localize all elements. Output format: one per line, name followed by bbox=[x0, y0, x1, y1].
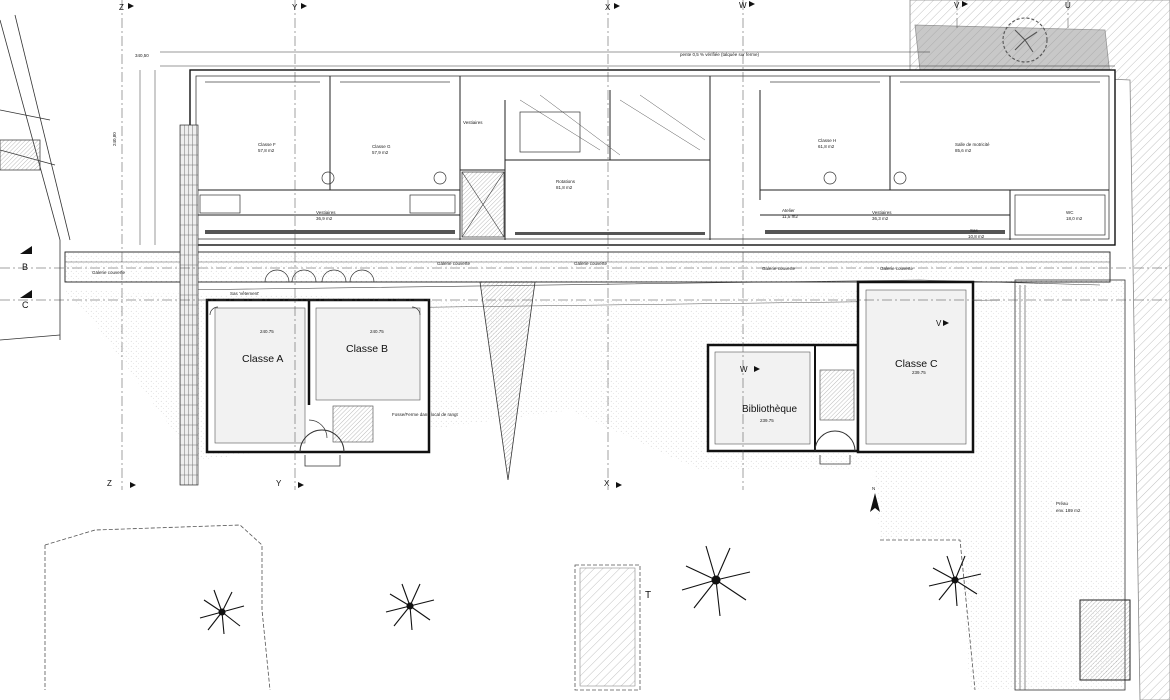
vestiaires-personnel-label: Vestiaires bbox=[463, 120, 483, 125]
wc-area: 18,0 m2 bbox=[1066, 216, 1083, 221]
galerie-2-label: Galerie couverte bbox=[437, 261, 471, 266]
axis-markers: B C Z Y X W V U Z Y X W V bbox=[20, 1, 1071, 488]
north-wing: Classe F 57,8 m2 Classe G 57,9 m2 Classe… bbox=[189, 52, 1116, 246]
classe-b-label: Classe B bbox=[346, 343, 388, 355]
galerie-3-label: Galerie couverte bbox=[574, 261, 608, 266]
site-boundary bbox=[44, 524, 976, 691]
axis-x-bottom: X bbox=[604, 479, 610, 488]
vestiaires-2-area: 36,3 m2 bbox=[872, 216, 889, 221]
classe-a-label: Classe A bbox=[242, 353, 283, 365]
classe-a-alt: 240.75 bbox=[260, 329, 274, 334]
preau-zone: Préau env. 189 m2 bbox=[1014, 279, 1131, 691]
tree-1 bbox=[199, 589, 245, 635]
galerie-4-label: Galerie couverte bbox=[762, 266, 796, 271]
tree-4 bbox=[928, 555, 982, 607]
vestiaires-1-label: Vestiaires bbox=[316, 210, 336, 215]
structural-grid bbox=[0, 0, 1170, 490]
classe-h-area: 61,8 m2 bbox=[818, 144, 835, 149]
left-edge-context bbox=[0, 14, 71, 341]
classe-h-label: Classe H bbox=[818, 138, 836, 143]
dim-side: 240,80 bbox=[112, 132, 117, 146]
vestiaires-1-area: 36,9 m2 bbox=[316, 216, 333, 221]
preau-area: env. 189 m2 bbox=[1056, 508, 1081, 513]
dimension-lines bbox=[139, 51, 1115, 245]
north-arrow: N bbox=[870, 486, 880, 512]
axis-y-top: Y bbox=[292, 3, 298, 12]
tree-3 bbox=[681, 545, 751, 617]
axis-c-label: C bbox=[22, 300, 29, 310]
atelier-area: 11,5 m2 bbox=[782, 214, 798, 219]
tree-2 bbox=[385, 583, 435, 631]
classe-g-area: 57,9 m2 bbox=[372, 150, 389, 155]
classe-c-building: Classe C 239.75 bbox=[856, 280, 975, 454]
salle-motricite-label: Salle de motricité bbox=[955, 142, 990, 147]
preau-label: Préau bbox=[1056, 501, 1069, 506]
axis-w-top: W bbox=[739, 1, 747, 10]
axis-y-bottom: Y bbox=[276, 479, 282, 488]
bibliotheque-alt: 239.75 bbox=[760, 418, 774, 423]
salle-motricite-area: 85,6 m2 bbox=[955, 148, 972, 153]
tree-symbols bbox=[199, 17, 1048, 635]
classe-g-label: Classe G bbox=[372, 144, 391, 149]
tree-5 bbox=[1002, 17, 1048, 63]
sas-vetement-label: Sas 'vêtement' bbox=[230, 291, 259, 296]
bibliotheque-label: Bibliothèque bbox=[742, 404, 797, 415]
vestiaires-2-label: Vestiaires bbox=[872, 210, 892, 215]
tree-t-label: T bbox=[645, 590, 651, 601]
classe-b-alt: 240.75 bbox=[370, 329, 384, 334]
rotations-area: 81,8 m2 bbox=[556, 185, 573, 190]
wc-label: WC bbox=[1066, 210, 1074, 215]
galerie-5-label: Galerie couverte bbox=[880, 266, 914, 271]
axis-v-top: V bbox=[954, 1, 960, 10]
shed-hatched bbox=[579, 567, 636, 687]
sas-area: 10,8 m2 bbox=[968, 234, 985, 239]
dim-top: 340,50 bbox=[135, 53, 149, 58]
north-label: N bbox=[872, 486, 875, 491]
axis-z-bottom: Z bbox=[107, 479, 112, 488]
classe-ab-building: Classe A 240.75 Classe B 240.75 Fosse/Fe… bbox=[205, 298, 459, 467]
galerie-1-label: Galerie couverte bbox=[92, 270, 126, 275]
axis-b-label: B bbox=[22, 262, 28, 272]
axis-x-top: X bbox=[605, 3, 611, 12]
classe-c-label: Classe C bbox=[895, 358, 938, 370]
sas-label: Sas bbox=[970, 228, 979, 233]
pente-note: pente 0,5 % vérifiée (talquée sur ferme) bbox=[680, 52, 760, 57]
bibliotheque-building: Bibliothèque 239.75 bbox=[706, 343, 860, 465]
classe-f-area: 57,8 m2 bbox=[258, 148, 275, 153]
covered-gallery: Galerie couverte Galerie couverte Galeri… bbox=[64, 251, 1111, 296]
rotations-label: Rotations bbox=[556, 179, 576, 184]
axis-v-mid: V bbox=[936, 319, 942, 328]
axis-u-top: U bbox=[1065, 1, 1071, 10]
drainage-grate-strip bbox=[179, 124, 199, 486]
atelier-label: Atelier bbox=[782, 208, 795, 213]
axis-z-top: Z bbox=[119, 3, 124, 12]
classe-f-label: Classe F bbox=[258, 142, 276, 147]
fosse-note: Fosse/Ferme dans local de rangt bbox=[392, 412, 459, 417]
axis-w-mid: W bbox=[740, 365, 748, 374]
classe-c-alt: 239.75 bbox=[912, 370, 926, 375]
